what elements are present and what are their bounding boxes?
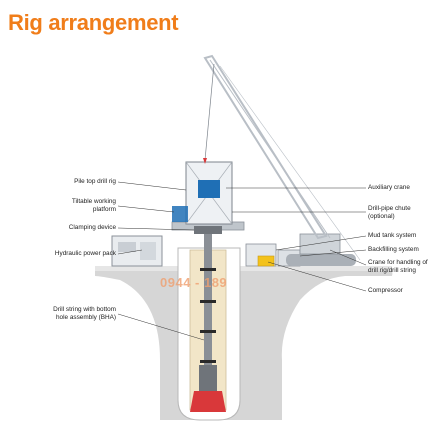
watermark: 0944 - 189 xyxy=(160,275,228,290)
crawler-crane xyxy=(203,54,361,266)
bottom-hole-assembly xyxy=(199,365,217,391)
ground-section xyxy=(95,268,393,420)
clamping-device xyxy=(194,226,222,234)
label-compressor: Compressor xyxy=(368,287,403,294)
label-backfilling-system: Backfilling system xyxy=(368,246,419,253)
ground-top xyxy=(95,266,392,271)
label-auxiliary-crane: Auxiliary crane xyxy=(368,184,410,191)
pile-top-drill-rig-box xyxy=(172,206,188,222)
drill-bit-icon xyxy=(190,391,226,412)
label-mud-tank-system: Mud tank system xyxy=(368,232,417,239)
label-hydraulic-power-pack: Hydraulic power pack xyxy=(54,250,116,257)
label-drill-pipe-chute: Drill-pipe chute(optional) xyxy=(368,205,411,220)
page-title: Rig arrangement xyxy=(8,10,179,35)
compressor xyxy=(257,255,275,267)
drill-string-joints xyxy=(200,268,216,363)
leader-lines xyxy=(117,181,367,341)
rig-head-icon xyxy=(198,180,220,198)
label-pile-top-drill-rig: Pile top drill rig xyxy=(74,178,116,185)
label-clamping-device: Clamping device xyxy=(68,224,116,231)
